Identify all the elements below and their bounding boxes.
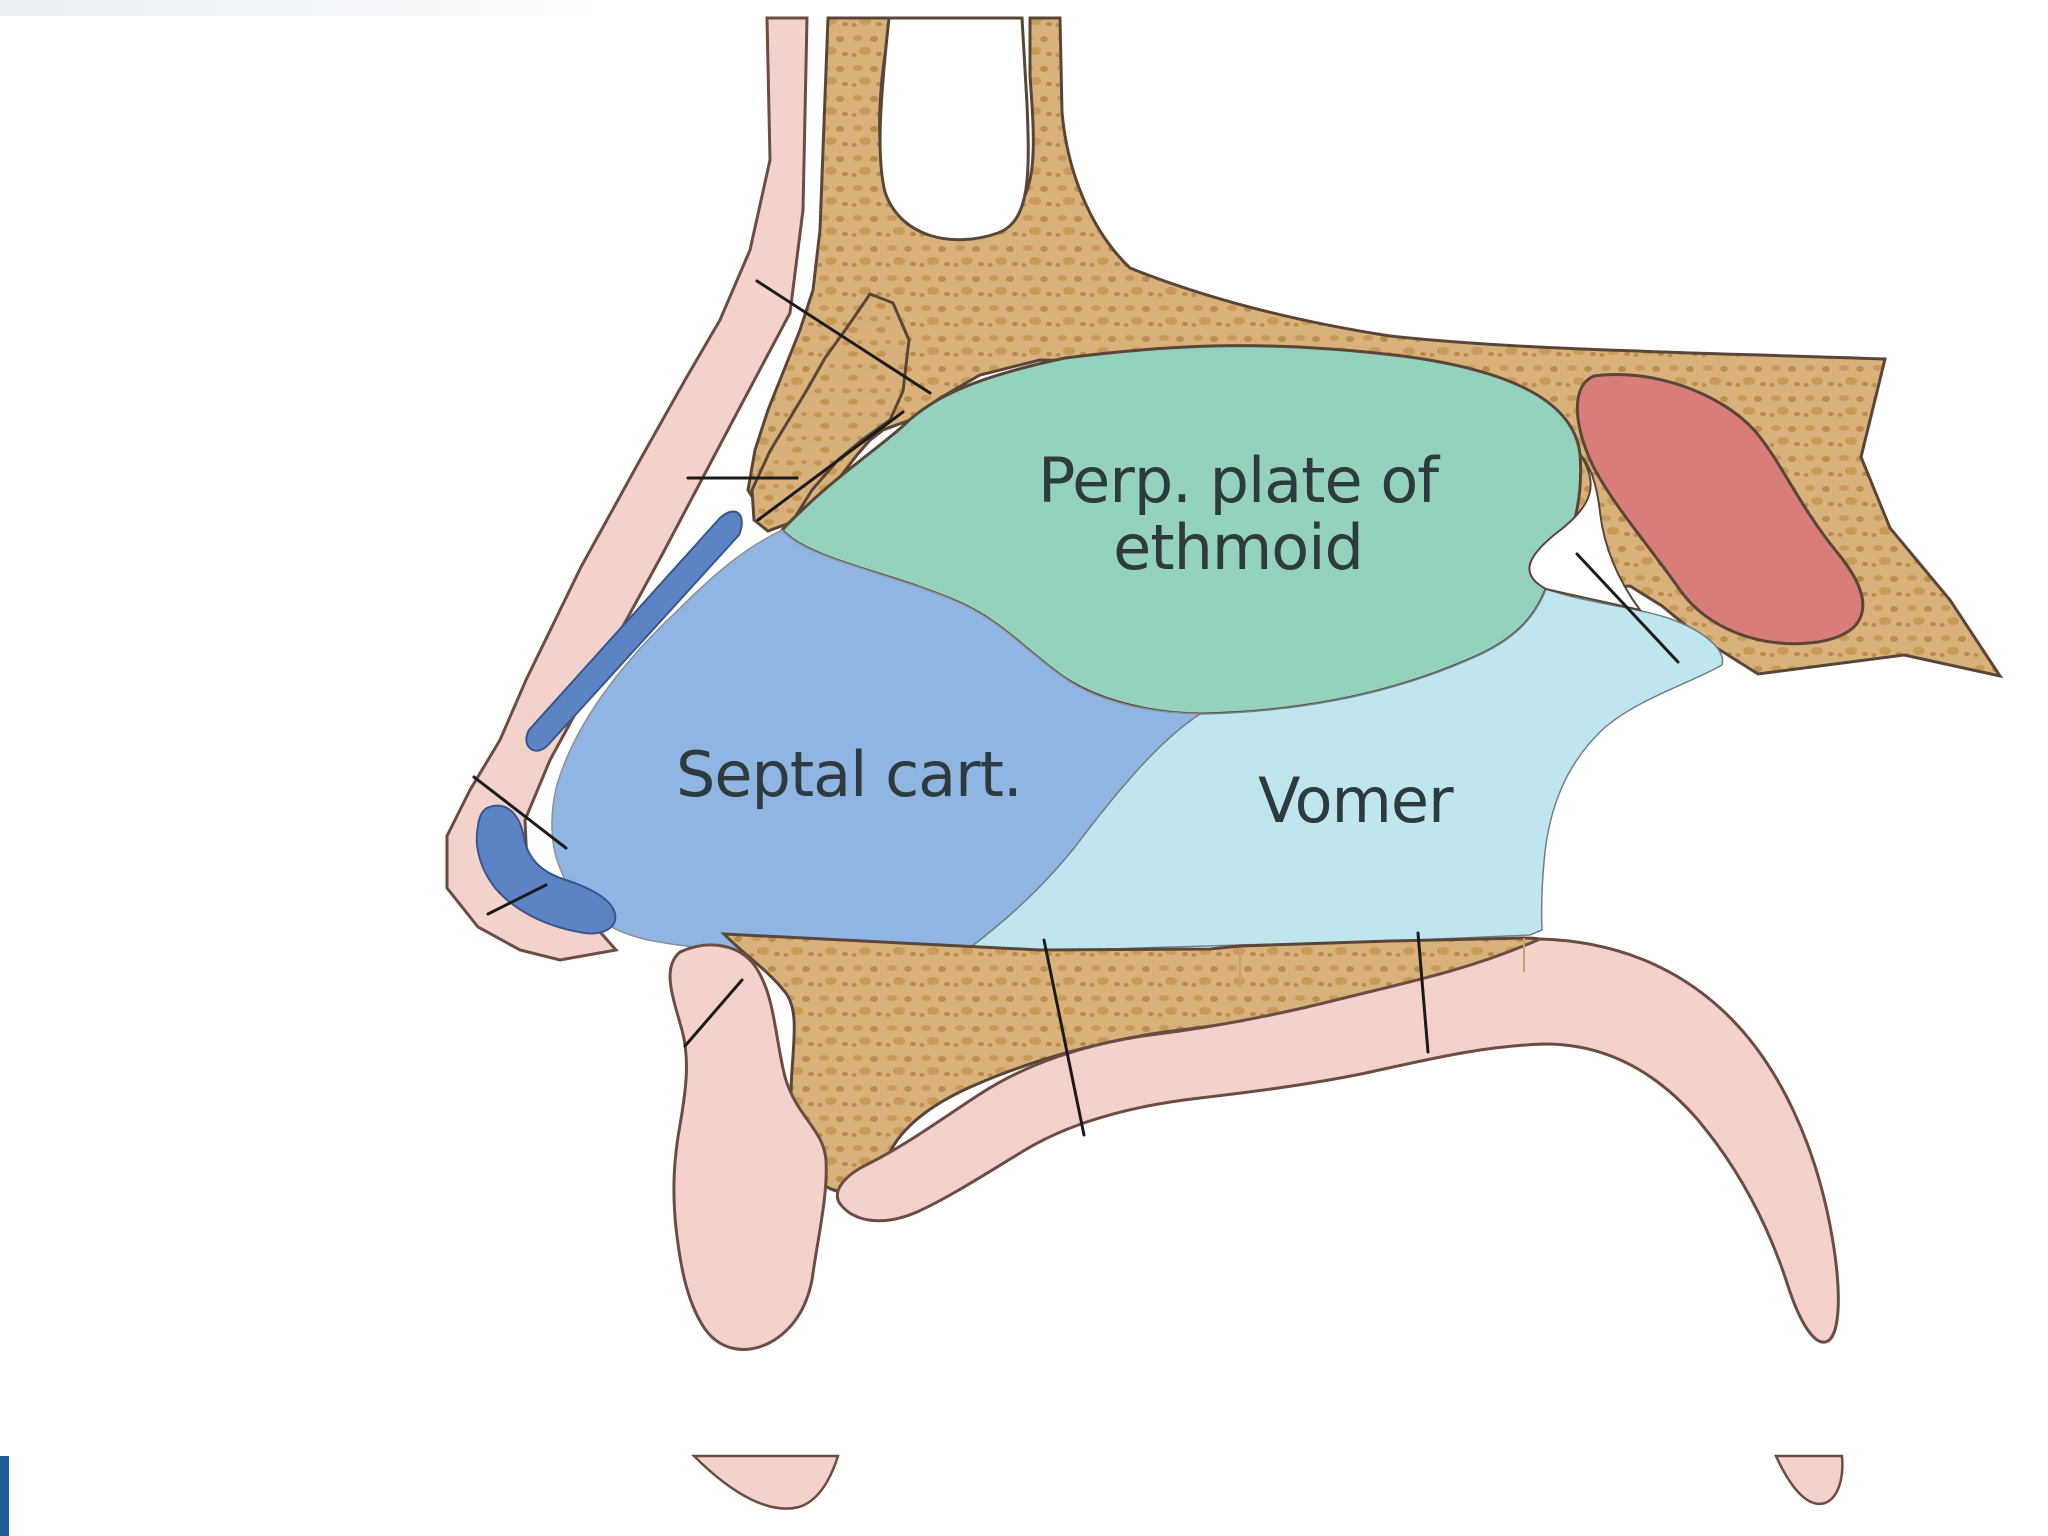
lower-lip-fragment-left (690, 1454, 840, 1510)
vomer-label: Vomer (1258, 764, 1454, 837)
perpendicular-plate-label-line-1: Perp. plate of (1038, 444, 1439, 517)
soft-palate (835, 937, 1840, 1344)
lower-lip-fragment-right (1774, 1454, 1844, 1506)
perpendicular-plate-label-line-2: ethmoid (1113, 510, 1364, 584)
sphenoid-gap (1528, 453, 1643, 612)
left-accent-bar (0, 1456, 9, 1536)
septal-cartilage-label: Septal cart. (676, 738, 1023, 811)
upper-lip (668, 943, 828, 1351)
perpendicular-plate-label: Perp. plate of ethmoid (1038, 444, 1439, 584)
top-strip (0, 0, 600, 16)
palate-segments (1239, 938, 1525, 988)
vomer (964, 588, 1724, 953)
upper-cartilage-strip (525, 510, 743, 752)
sinus-icon (1575, 372, 1865, 646)
frontal-sinus (878, 16, 1030, 242)
leader-lines (472, 279, 1680, 1137)
